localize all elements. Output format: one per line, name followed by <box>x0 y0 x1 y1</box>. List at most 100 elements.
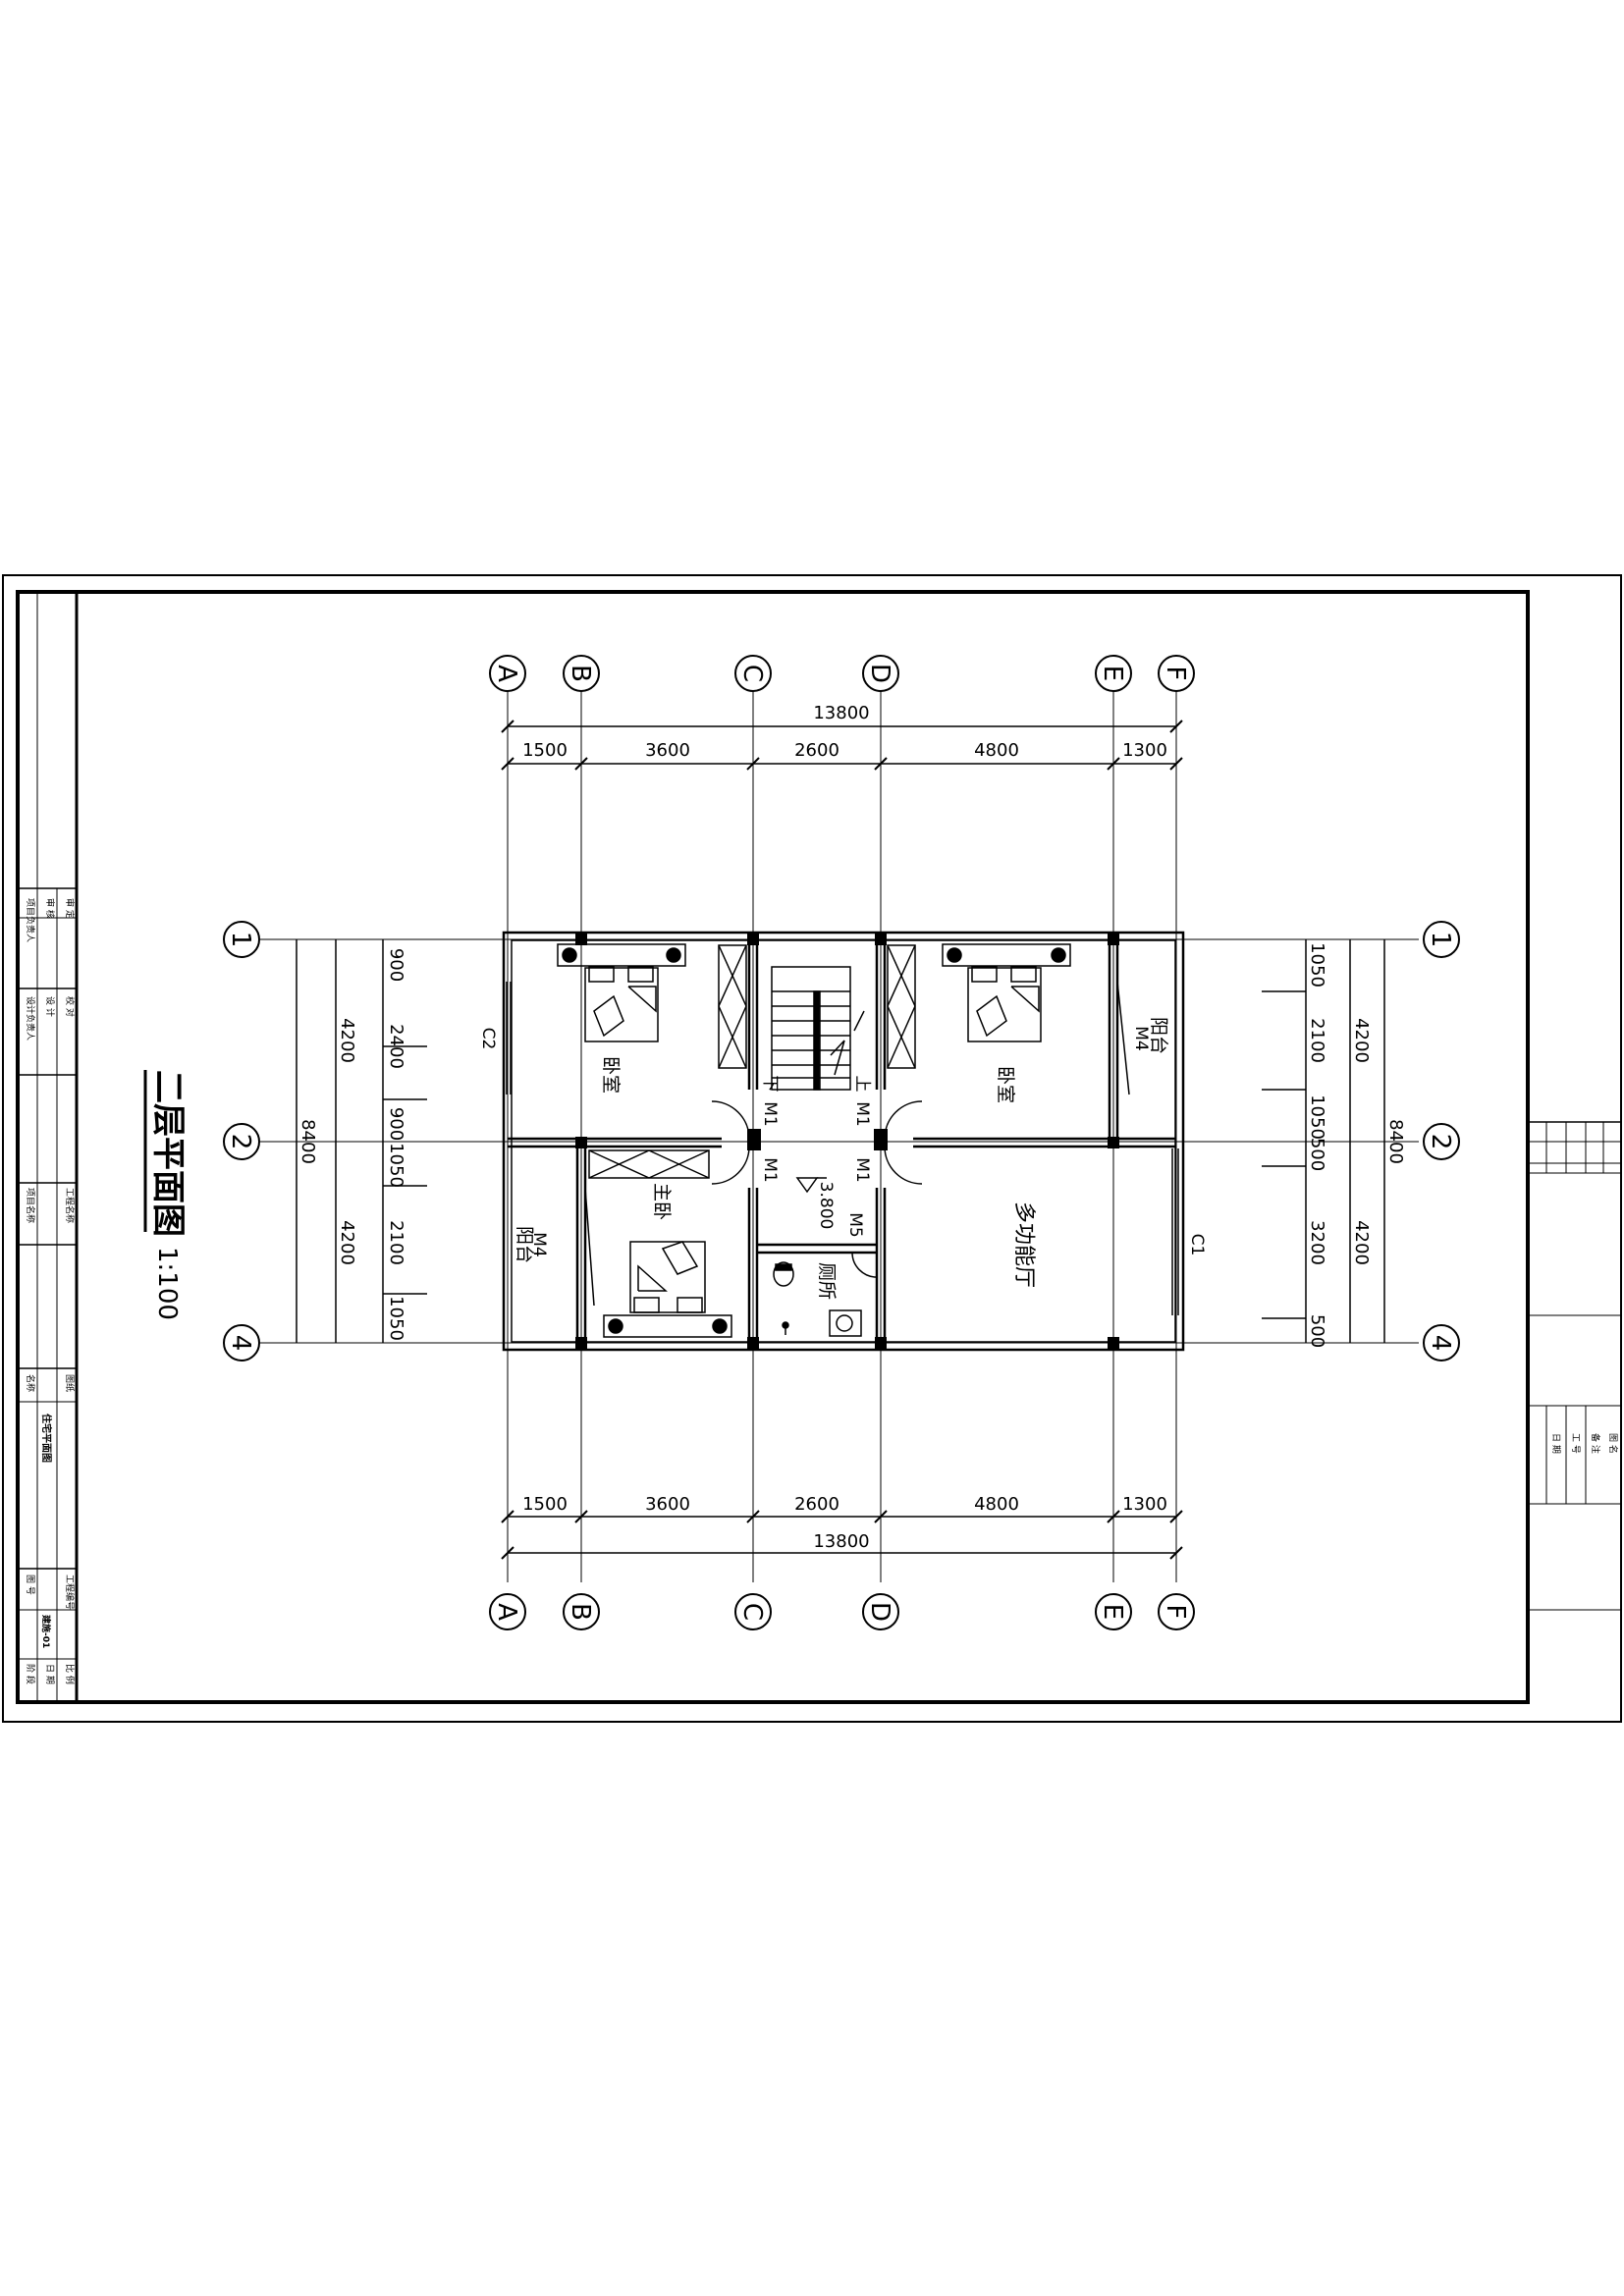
windows <box>506 982 1179 1315</box>
axis-label-e-bottom: E <box>1098 1604 1127 1620</box>
tb-riqi: 日 期 <box>44 1664 55 1684</box>
dim-bottom-total: 13800 <box>813 1531 869 1552</box>
dim-right-inner-5: 3200 <box>1307 1220 1327 1265</box>
axis-label-b-top: B <box>566 665 595 682</box>
dim-bottom-seg-5: 1300 <box>1122 1494 1167 1515</box>
room-balcony-right: 阳台 <box>1148 1017 1169 1054</box>
dim-top-total: 13800 <box>813 703 869 723</box>
tb-shending: 审 定 <box>64 898 76 919</box>
toilet-fixtures <box>773 1261 862 1337</box>
title-block-left: 审 定 审 核 项目负责人 校 对 设 计 设计负责人 工程名称 项目名称 图纸… <box>18 592 79 1702</box>
tb-bili: 比 例 <box>64 1664 76 1684</box>
tb-tuhao: 图 号 <box>25 1575 35 1595</box>
dim-top-seg-5: 1300 <box>1122 740 1167 761</box>
axis-label-2-left: 2 <box>226 1134 255 1150</box>
room-balcony-left: 阳台 <box>514 1226 535 1263</box>
dim-right-inner-1: 1050 <box>1307 942 1327 988</box>
axis-label-d-top: D <box>865 664 894 683</box>
outer-border <box>2 574 1622 1723</box>
dim-bottom-seg-2: 3600 <box>645 1494 690 1515</box>
dim-bottom-seg-3: 2600 <box>794 1494 839 1515</box>
tb-right-beizhu: 备 注 <box>1590 1433 1601 1454</box>
elevation-value: 3.800 <box>816 1182 836 1230</box>
dim-left-total: 8400 <box>298 1119 318 1164</box>
tb-xiangmu-mingcheng: 项目名称 <box>25 1188 36 1223</box>
axis-labels: A B C D E F A B C D E F 1 2 4 1 2 4 <box>226 664 1455 1622</box>
axis-label-f-bottom: F <box>1161 1605 1190 1620</box>
tb-shenhe: 审 核 <box>44 898 56 919</box>
mark-m4-left: M4 <box>529 1232 549 1256</box>
opening-marks: C2 C1 M4 M4 M1 M1 M1 M1 M5 下 上 3.800 <box>478 1026 1207 1256</box>
mark-stair-down: 下 <box>760 1076 780 1093</box>
elevation-marker <box>795 1177 827 1194</box>
mark-c1: C1 <box>1187 1234 1207 1256</box>
right-dimension-texts: 1050 2100 1050 500 3200 500 4200 4200 84… <box>1307 942 1406 1348</box>
mark-m1-c: M1 <box>852 1101 872 1126</box>
dim-left-inner-5: 2100 <box>386 1220 406 1265</box>
tb-right-tuming: 图 名 <box>1607 1433 1619 1454</box>
axis-label-b-bottom: B <box>566 1603 595 1621</box>
axis-label-d-bottom: D <box>865 1602 894 1622</box>
dimension-ticks <box>501 720 1183 1560</box>
drawing-title: 二层平面图 1:100 <box>143 1070 188 1320</box>
door-swings <box>584 981 1130 1307</box>
tb-right-gonghao: 工 号 <box>1570 1433 1581 1454</box>
mark-stair-up: 上 <box>852 1076 872 1093</box>
structural-columns <box>575 934 1119 1349</box>
inner-border <box>16 590 1530 1704</box>
tb-gongcheng-bianhao: 工程编号 <box>64 1575 76 1610</box>
tb-jiaodui: 校 对 <box>64 996 76 1017</box>
dim-left-inner-2: 2400 <box>386 1024 406 1069</box>
dim-left-inner-4: 1050 <box>386 1143 406 1188</box>
dim-right-inner-3: 1050 <box>1307 1095 1327 1140</box>
beds <box>557 943 1071 1338</box>
mark-m1-d: M1 <box>852 1157 872 1182</box>
dim-left-mid-1: 4200 <box>337 1018 357 1063</box>
mark-m1-a: M1 <box>760 1101 780 1126</box>
room-master-bedroom: 主卧 <box>651 1183 673 1220</box>
tb-mingcheng: 名称 <box>25 1374 36 1392</box>
drawing-scale: 1:100 <box>152 1247 182 1320</box>
title-block-right: 图 名 备 注 工 号 日 期 <box>1528 1121 1621 1611</box>
tb-design-lead: 设计负责人 <box>25 996 36 1041</box>
axis-label-c-bottom: C <box>737 1603 767 1621</box>
axis-label-f-top: F <box>1161 667 1190 681</box>
dim-right-inner-2: 2100 <box>1307 1018 1327 1063</box>
room-hall: 多功能厅 <box>1011 1201 1036 1288</box>
tb-project-lead: 项目负责人 <box>25 898 36 942</box>
drawing-title-text: 二层平面图 <box>148 1070 188 1237</box>
dim-top-seg-2: 3600 <box>645 740 690 761</box>
tb-sheji: 设 计 <box>44 996 56 1017</box>
axis-label-4-right: 4 <box>1426 1335 1455 1352</box>
dim-right-mid-2: 4200 <box>1351 1220 1372 1265</box>
walls <box>502 931 1185 1352</box>
room-bedroom-left: 卧室 <box>600 1056 622 1094</box>
tb-gongcheng-mingcheng: 工程名称 <box>64 1188 76 1223</box>
axis-label-2-right: 2 <box>1426 1134 1455 1150</box>
dim-bottom-seg-4: 4800 <box>974 1494 1019 1515</box>
room-toilet: 厕所 <box>816 1262 838 1300</box>
tb-drawing-name: 住宅平面图 <box>40 1414 53 1463</box>
tb-right-riqi: 日 期 <box>1550 1433 1561 1454</box>
left-dimension-texts: 900 2400 900 1050 2100 1050 4200 4200 84… <box>298 948 406 1341</box>
mark-m5: M5 <box>845 1212 865 1237</box>
dim-left-mid-2: 4200 <box>337 1220 357 1265</box>
dim-right-inner-6: 500 <box>1307 1314 1327 1348</box>
dim-top-seg-1: 1500 <box>522 740 568 761</box>
dim-left-inner-6: 1050 <box>386 1296 406 1341</box>
axis-label-e-top: E <box>1098 666 1127 681</box>
axis-label-1-left: 1 <box>226 932 255 948</box>
staircase <box>771 966 865 1091</box>
axis-label-c-top: C <box>737 665 767 682</box>
dim-top-seg-3: 2600 <box>794 740 839 761</box>
axis-label-4-left: 4 <box>226 1335 255 1352</box>
axis-label-a-bottom: A <box>492 1603 521 1621</box>
dim-right-mid-1: 4200 <box>1351 1018 1372 1063</box>
tb-drawing-number: 建施-01 <box>40 1615 52 1648</box>
tb-jieduan: 阶 段 <box>25 1664 36 1684</box>
dim-right-inner-4: 500 <box>1307 1138 1327 1171</box>
mark-m1-b: M1 <box>760 1157 780 1182</box>
room-bedroom-right: 卧室 <box>995 1066 1016 1103</box>
axis-label-a-top: A <box>492 665 521 682</box>
